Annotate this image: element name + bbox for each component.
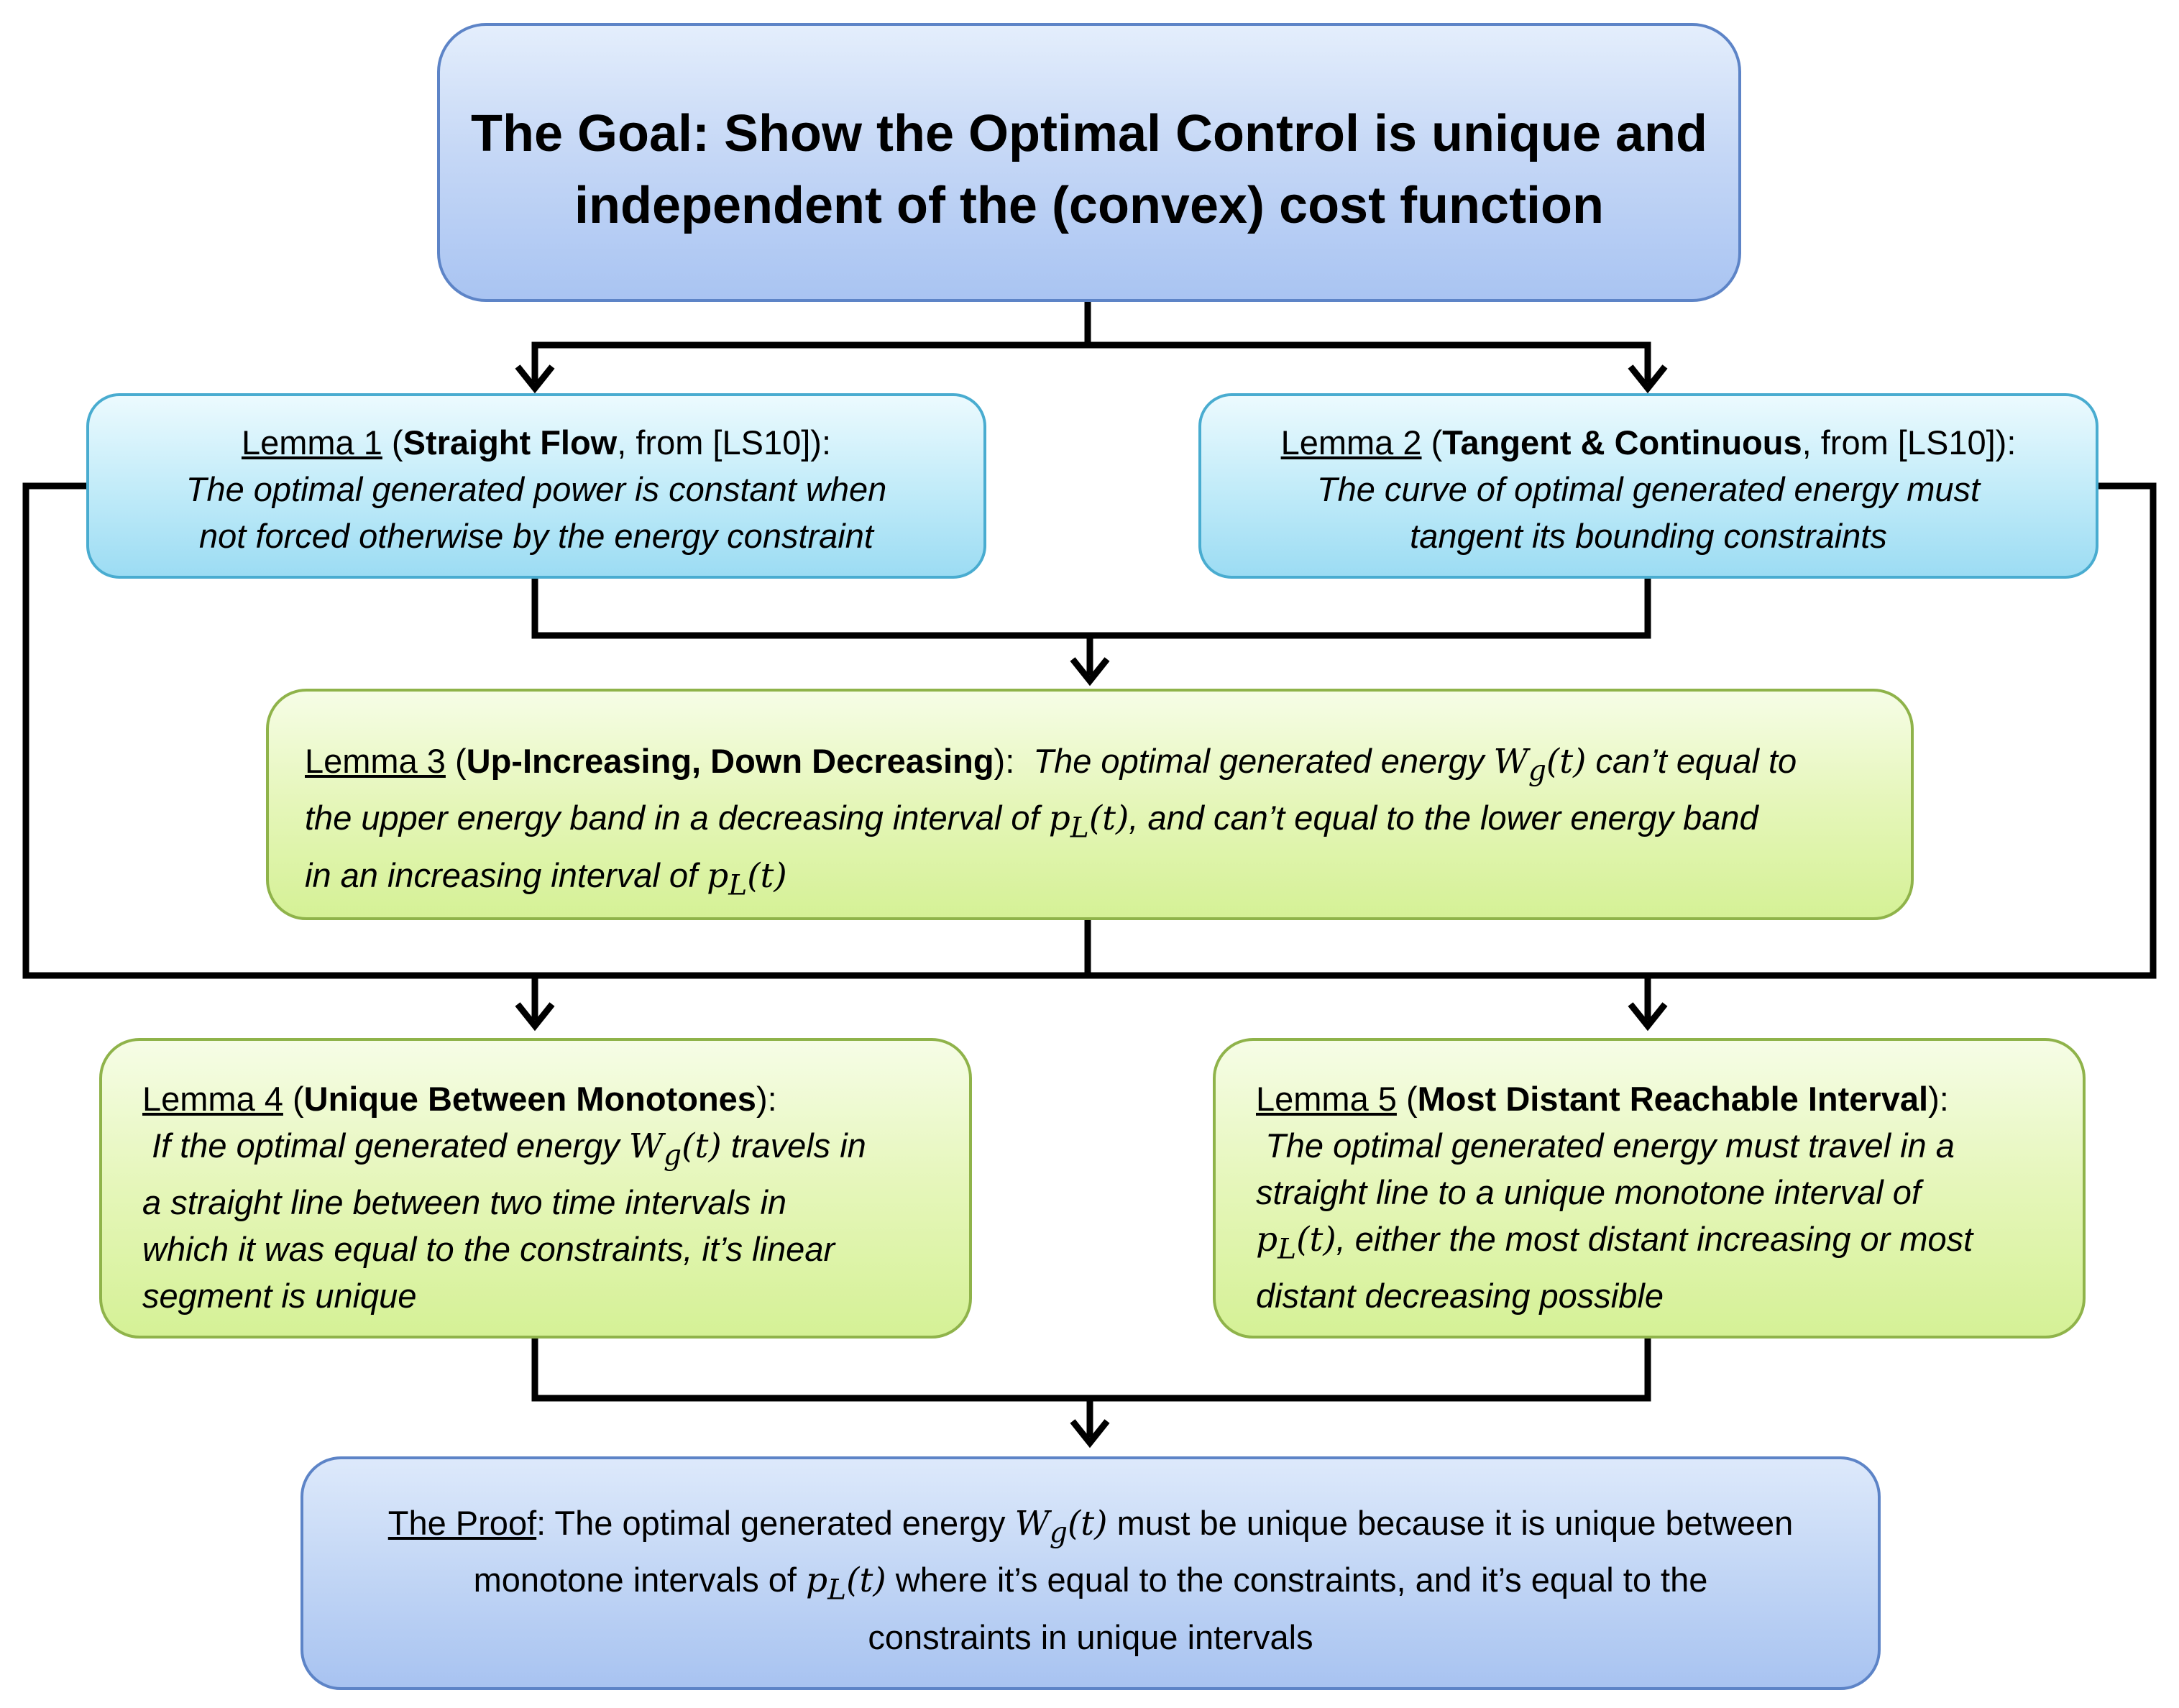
lemma2-title: Lemma 2 — [1280, 423, 1422, 462]
arrowhead-lemma5 — [1628, 1002, 1668, 1032]
proof-wg-symbol: Wg(t) — [1014, 1504, 1108, 1550]
arrowhead-lemma2 — [1628, 364, 1668, 394]
proof-pl-symbol: pL(t) — [806, 1561, 886, 1607]
lemma4-line-4: segment is unique — [142, 1277, 417, 1316]
lemma3-text-3: the upper energy band in a decreasing in… — [305, 799, 1040, 837]
lemma5-text-1: The optimal generated energy must travel… — [1265, 1126, 1955, 1165]
lemma3-title: Lemma 3 — [305, 742, 446, 780]
proof-line-3: constraints in unique intervals — [868, 1617, 1313, 1656]
arrowhead-lemma3 — [1070, 657, 1110, 687]
proof-text-4: where it’s equal to the constraints, and… — [895, 1561, 1708, 1599]
lemma5-line-4: distant decreasing possible — [1256, 1277, 1664, 1316]
lemma3-pl-symbol-2: pL(t) — [707, 855, 787, 902]
lemma5-heading: Lemma 5 (Most Distant Reachable Interval… — [1256, 1080, 1949, 1118]
lemma2-line-2: tangent its bounding constraints — [1410, 517, 1887, 555]
lemma3-pl-symbol-1: pL(t) — [1048, 799, 1129, 845]
proof-text-1: : The optimal generated energy — [536, 1504, 1006, 1542]
lemma4-title: Lemma 4 — [142, 1080, 283, 1118]
lemma3-text-1: The optimal generated energy — [1033, 742, 1485, 780]
arrowhead-lemma4 — [515, 1002, 555, 1032]
lemma3-line-2: the upper energy band in a decreasing in… — [305, 794, 1911, 851]
lemma2-line-1: The curve of optimal generated energy mu… — [1316, 470, 1981, 508]
lemma4-line-1: If the optimal generated energy Wg(t) tr… — [142, 1122, 969, 1179]
lemma3-text-2: can’t equal to — [1595, 742, 1797, 780]
lemma3-after: ): — [994, 742, 1015, 780]
lemma5-title: Lemma 5 — [1256, 1080, 1397, 1118]
proof-text-2: must be unique because it is unique betw… — [1116, 1504, 1794, 1542]
lemma5-pl-symbol: pL(t) — [1256, 1220, 1336, 1266]
lemma1-source: , from [LS10]): — [617, 423, 832, 462]
proof-title: The Proof — [387, 1504, 537, 1542]
proof-text-3: monotone intervals of — [473, 1561, 797, 1599]
connector-lemma1-to-lemma3 — [531, 575, 1651, 639]
lemma1-heading: Lemma 1 (Straight Flow, from [LS10]): — [241, 423, 832, 462]
lemma4-text-2: travels in — [730, 1126, 866, 1165]
lemma1-line-1: The optimal generated power is constant … — [185, 470, 887, 508]
lemma3-text-4: , and can’t equal to the lower energy ba… — [1129, 799, 1758, 837]
lemma4-heading: Lemma 4 (Unique Between Monotones): — [142, 1080, 777, 1118]
proof-box: The Proof: The optimal generated energy … — [301, 1456, 1881, 1690]
lemma2-name: Tangent & Continuous — [1442, 423, 1802, 462]
lemma3-line-1: Lemma 3 (Up-Increasing, Down Decreasing)… — [305, 742, 1797, 788]
lemma5-box: Lemma 5 (Most Distant Reachable Interval… — [1213, 1038, 2086, 1339]
lemma4-after: ): — [756, 1080, 777, 1118]
lemma3-text-5: in an increasing interval of — [305, 855, 698, 894]
goal-line-1: The Goal: Show the Optimal Control is un… — [470, 105, 1708, 162]
lemma2-heading: Lemma 2 (Tangent & Continuous, from [LS1… — [1280, 423, 2017, 462]
lemma3-name: Up-Increasing, Down Decreasing — [466, 742, 994, 780]
lemma4-box: Lemma 4 (Unique Between Monotones): If t… — [99, 1038, 972, 1339]
lemma4-line-3: which it was equal to the constraints, i… — [142, 1230, 835, 1269]
lemma3-line-3: in an increasing interval of pL(t) — [305, 852, 1911, 909]
goal-box: The Goal: Show the Optimal Control is un… — [437, 23, 1741, 302]
lemma5-line-3: pL(t), either the most distant increasin… — [1256, 1216, 2083, 1272]
lemma4-wg-symbol: Wg(t) — [628, 1126, 722, 1172]
arrowhead-proof — [1070, 1419, 1110, 1448]
lemma1-box: Lemma 1 (Straight Flow, from [LS10]): Th… — [86, 393, 986, 579]
arrowhead-lemma1 — [515, 364, 555, 394]
lemma4-line-2: a straight line between two time interva… — [142, 1183, 787, 1222]
lemma5-text-3: , either the most distant increasing or … — [1336, 1220, 1973, 1258]
lemma1-line-2: not forced otherwise by the energy const… — [199, 517, 873, 555]
connector-goal-split — [531, 298, 1651, 349]
lemma1-name: Straight Flow — [403, 423, 618, 462]
lemma4-name: Unique Between Monotones — [303, 1080, 756, 1118]
lemma5-line-2: straight line to a unique monotone inter… — [1256, 1173, 1921, 1211]
lemma3-box: Lemma 3 (Up-Increasing, Down Decreasing)… — [266, 689, 1914, 920]
lemma3-wg-symbol: Wg(t) — [1493, 742, 1587, 788]
lemma4-text-1: If the optimal generated energy — [152, 1126, 620, 1165]
proof-line-1: The Proof: The optimal generated energy … — [303, 1500, 1878, 1556]
lemma2-box: Lemma 2 (Tangent & Continuous, from [LS1… — [1198, 393, 2098, 579]
lemma2-source: , from [LS10]): — [1802, 423, 2017, 462]
proof-line-2: monotone intervals of pL(t) where it’s e… — [303, 1556, 1878, 1613]
lemma5-after: ): — [1928, 1080, 1949, 1118]
goal-line-2: independent of the (convex) cost functio… — [574, 177, 1605, 234]
connector-lemma4-lemma5-join — [531, 1335, 1651, 1402]
lemma1-title: Lemma 1 — [241, 423, 382, 462]
lemma5-name: Most Distant Reachable Interval — [1417, 1080, 1929, 1118]
lemma5-line-1: The optimal generated energy must travel… — [1256, 1122, 2083, 1169]
